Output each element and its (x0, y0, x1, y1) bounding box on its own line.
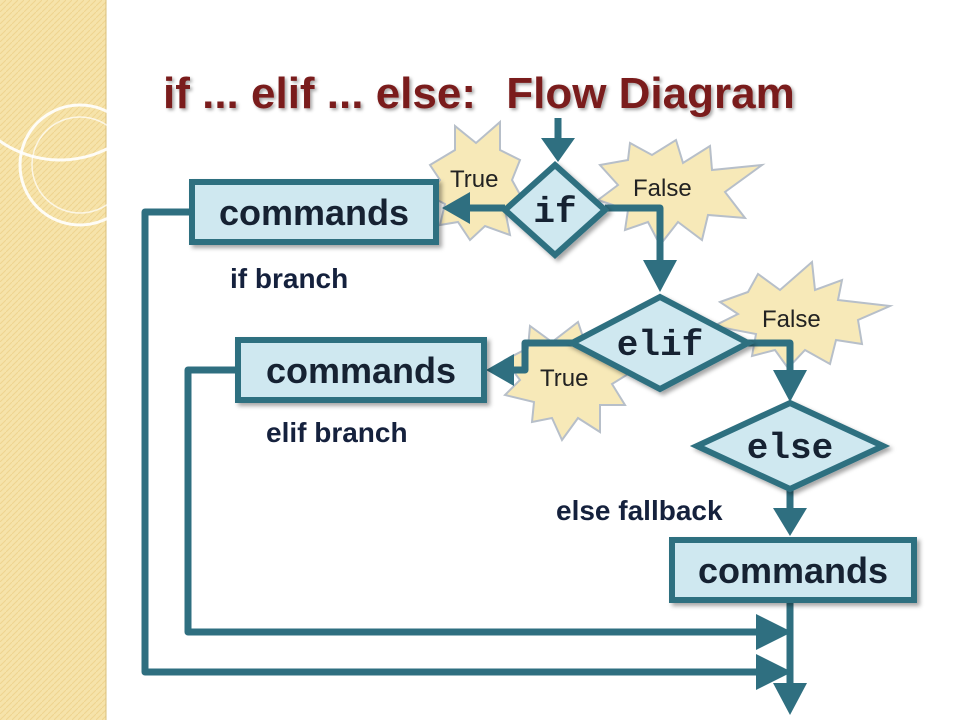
page-title: if ... elif ... else: Flow Diagram (163, 69, 795, 118)
burst-if-true-label: True (450, 166, 498, 193)
commands-box-elif: commands (235, 337, 487, 403)
burst-if-true: True (426, 119, 525, 242)
commands-if-label: commands (219, 192, 409, 233)
elif-branch-return (184, 366, 758, 636)
commands-else-label: commands (698, 550, 888, 591)
elif-label: elif (617, 325, 703, 366)
burst-elif-false: False (710, 259, 894, 370)
elif-return-arrowhead (756, 614, 792, 650)
if-branch-label: if branch (230, 263, 348, 294)
elif-branch-label: elif branch (266, 417, 408, 448)
title-part1: if ... elif ... else: (163, 69, 476, 118)
exit-arrowhead (773, 683, 807, 715)
commands-box-if: commands (189, 179, 439, 245)
arrowheads (442, 138, 807, 715)
title-part2: Flow Diagram (506, 69, 795, 118)
else-label: else (747, 428, 833, 469)
if-decision: if (500, 160, 610, 260)
elif-false-connector (742, 339, 794, 372)
if-false-arrowhead (643, 260, 677, 292)
commands-box-else: commands (669, 537, 917, 603)
else-decision: else (689, 399, 891, 493)
if-false-connector (605, 204, 664, 262)
if-true-arrowhead (442, 192, 470, 224)
commands-elif-label: commands (266, 350, 456, 391)
entry-arrowhead (541, 138, 575, 162)
elif-decision: elif (565, 293, 755, 393)
if-branch-return (141, 208, 758, 676)
if-label: if (533, 192, 576, 233)
if-return-arrowhead (756, 654, 792, 690)
burst-elif-true-label: True (540, 365, 588, 392)
elif-true-arrowhead (486, 354, 514, 386)
elif-true-connector (512, 339, 575, 374)
burst-elif-false-label: False (762, 306, 821, 333)
else-fallback-label: else fallback (556, 495, 723, 526)
burst-if-false: False (595, 138, 766, 247)
sidebar-decoration (0, 0, 167, 720)
elif-false-arrowhead (773, 370, 807, 402)
else-arrowhead (773, 508, 807, 536)
connectors (141, 118, 794, 685)
burst-if-false-label: False (633, 175, 692, 202)
